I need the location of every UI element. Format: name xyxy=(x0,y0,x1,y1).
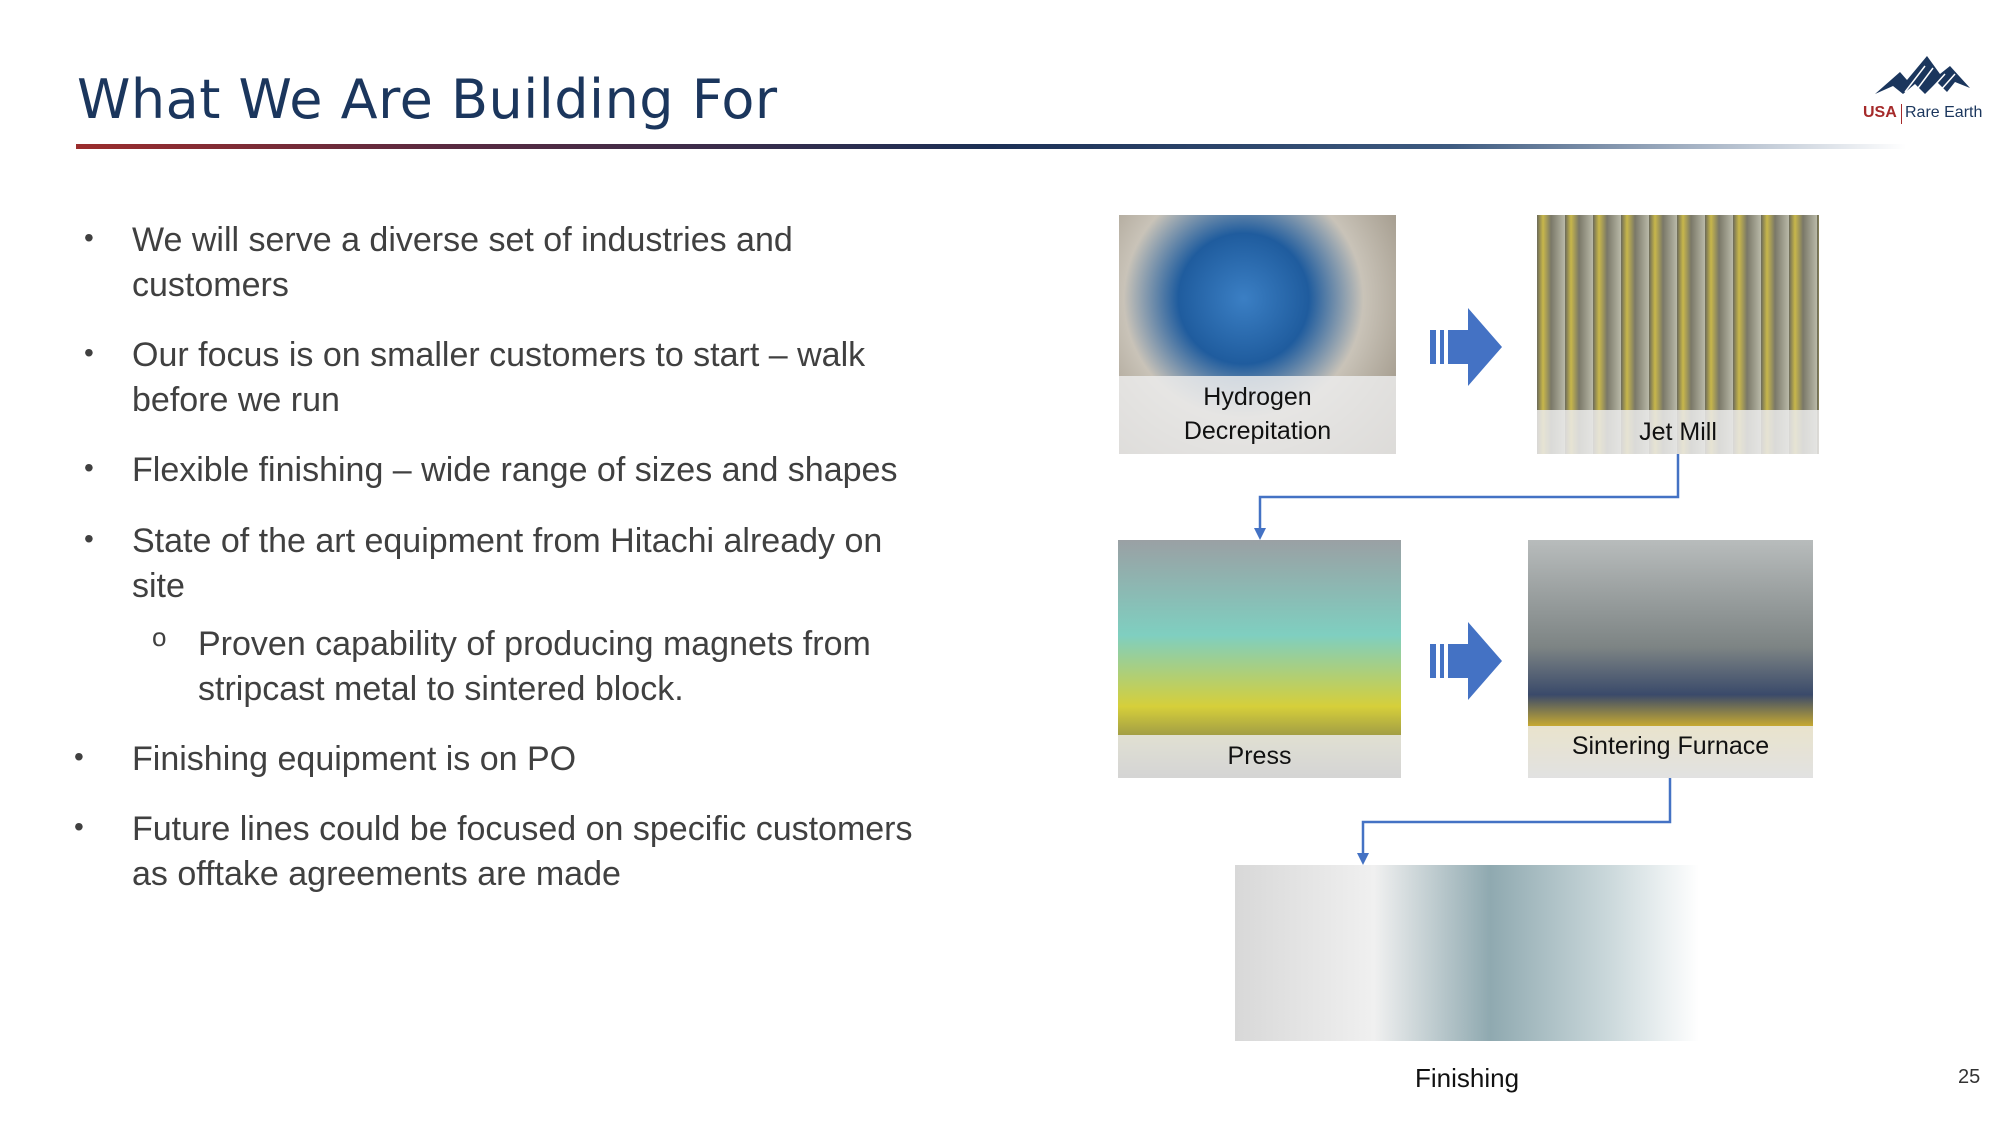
page-title: What We Are Building For xyxy=(77,68,778,131)
sub-bullet-item: Proven capability of producing magnets f… xyxy=(198,625,871,708)
bullet-dot: • xyxy=(74,811,84,842)
connector-arrowhead xyxy=(1357,853,1369,865)
bullet-dot: • xyxy=(84,337,94,368)
logo-separator xyxy=(1901,104,1902,124)
title-divider xyxy=(76,144,1906,149)
sintering-furnace-photo: Sintering Furnace xyxy=(1528,540,1813,778)
bullet-item: Flexible finishing – wide range of sizes… xyxy=(132,451,898,489)
connector-line xyxy=(1361,778,1672,855)
bullet-item: Finishing equipment is on PO xyxy=(132,740,577,778)
company-logo: USA Rare Earth xyxy=(1855,52,1995,128)
connector-line xyxy=(1258,454,1680,530)
sintering-furnace-caption: Sintering Furnace xyxy=(1528,726,1813,778)
right-arrow-icon xyxy=(1430,308,1502,386)
bullet-item: State of the art equipment from Hitachi … xyxy=(132,522,883,605)
bullet-dot: • xyxy=(84,452,94,483)
finishing-photo xyxy=(1235,865,1699,1041)
bullet-dot: • xyxy=(84,523,94,554)
logo-usa: USA xyxy=(1863,104,1897,121)
bullet-item: We will serve a diverse set of industrie… xyxy=(132,221,793,304)
mountain-logo-icon xyxy=(1875,56,1970,95)
press-photo: Press xyxy=(1118,540,1401,778)
bullet-dot: • xyxy=(74,741,84,772)
bullet-item: Our focus is on smaller customers to sta… xyxy=(132,336,866,419)
logo-name: Rare Earth xyxy=(1905,104,1983,121)
finishing-caption: Finishing xyxy=(1415,1063,1520,1093)
page-number: 25 xyxy=(1958,1066,1981,1088)
press-caption: Press xyxy=(1118,735,1401,778)
jet-mill-photo: Jet Mill xyxy=(1537,215,1819,454)
bullet-dot: • xyxy=(84,222,94,253)
right-arrow-icon xyxy=(1430,622,1502,700)
bullet-item: Future lines could be focused on specifi… xyxy=(132,810,913,893)
sub-bullet-circle: o xyxy=(152,622,167,652)
jet-mill-caption: Jet Mill xyxy=(1537,410,1819,454)
connector-arrowhead xyxy=(1254,528,1266,540)
